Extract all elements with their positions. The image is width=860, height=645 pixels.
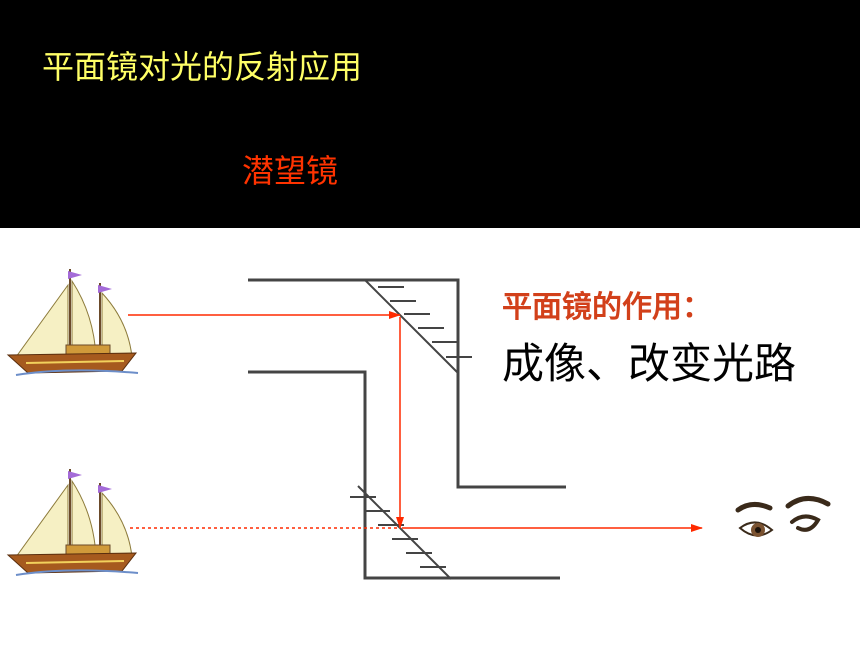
sailboat-icon xyxy=(6,269,139,376)
periscope-tube xyxy=(248,278,566,580)
sailboat-icon xyxy=(6,469,139,576)
mirror-function-value: 成像、改变光路 xyxy=(502,339,797,388)
eye-icon xyxy=(735,496,831,537)
page-subtitle: 潜望镜 xyxy=(242,152,339,190)
page-title: 平面镜对光的反射应用 xyxy=(42,48,363,86)
periscope-diagram xyxy=(6,269,831,580)
light-rays xyxy=(128,311,703,532)
top-mirror xyxy=(364,279,472,374)
header-banner: 平面镜对光的反射应用 潜望镜 xyxy=(0,0,860,228)
bottom-mirror xyxy=(350,485,452,580)
mirror-function-label: 平面镜的作用： xyxy=(502,290,712,325)
